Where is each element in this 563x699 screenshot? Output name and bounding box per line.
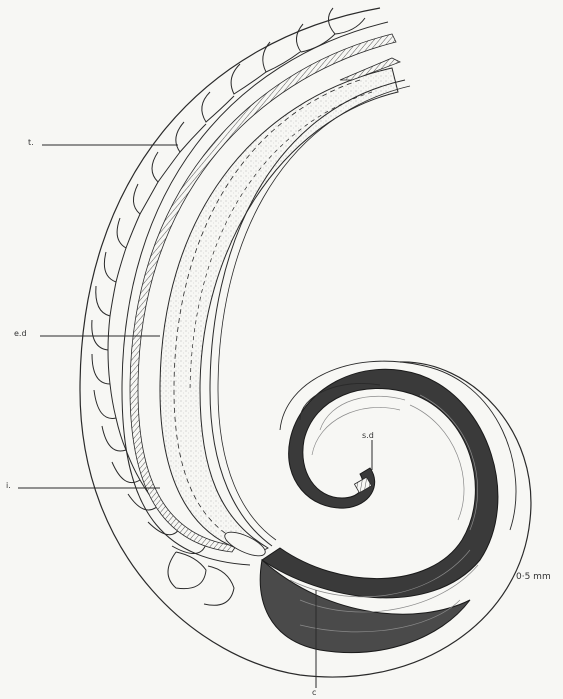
label-ed: e.d: [14, 330, 27, 338]
cirrus-spiral: [262, 369, 498, 598]
label-c: c: [312, 689, 316, 697]
hatched-membrane: [130, 34, 396, 552]
scale-label: 0·5 mm: [516, 573, 551, 582]
label-sd: s.d: [362, 432, 374, 440]
label-t: t.: [28, 139, 34, 147]
label-i: i.: [6, 482, 11, 490]
